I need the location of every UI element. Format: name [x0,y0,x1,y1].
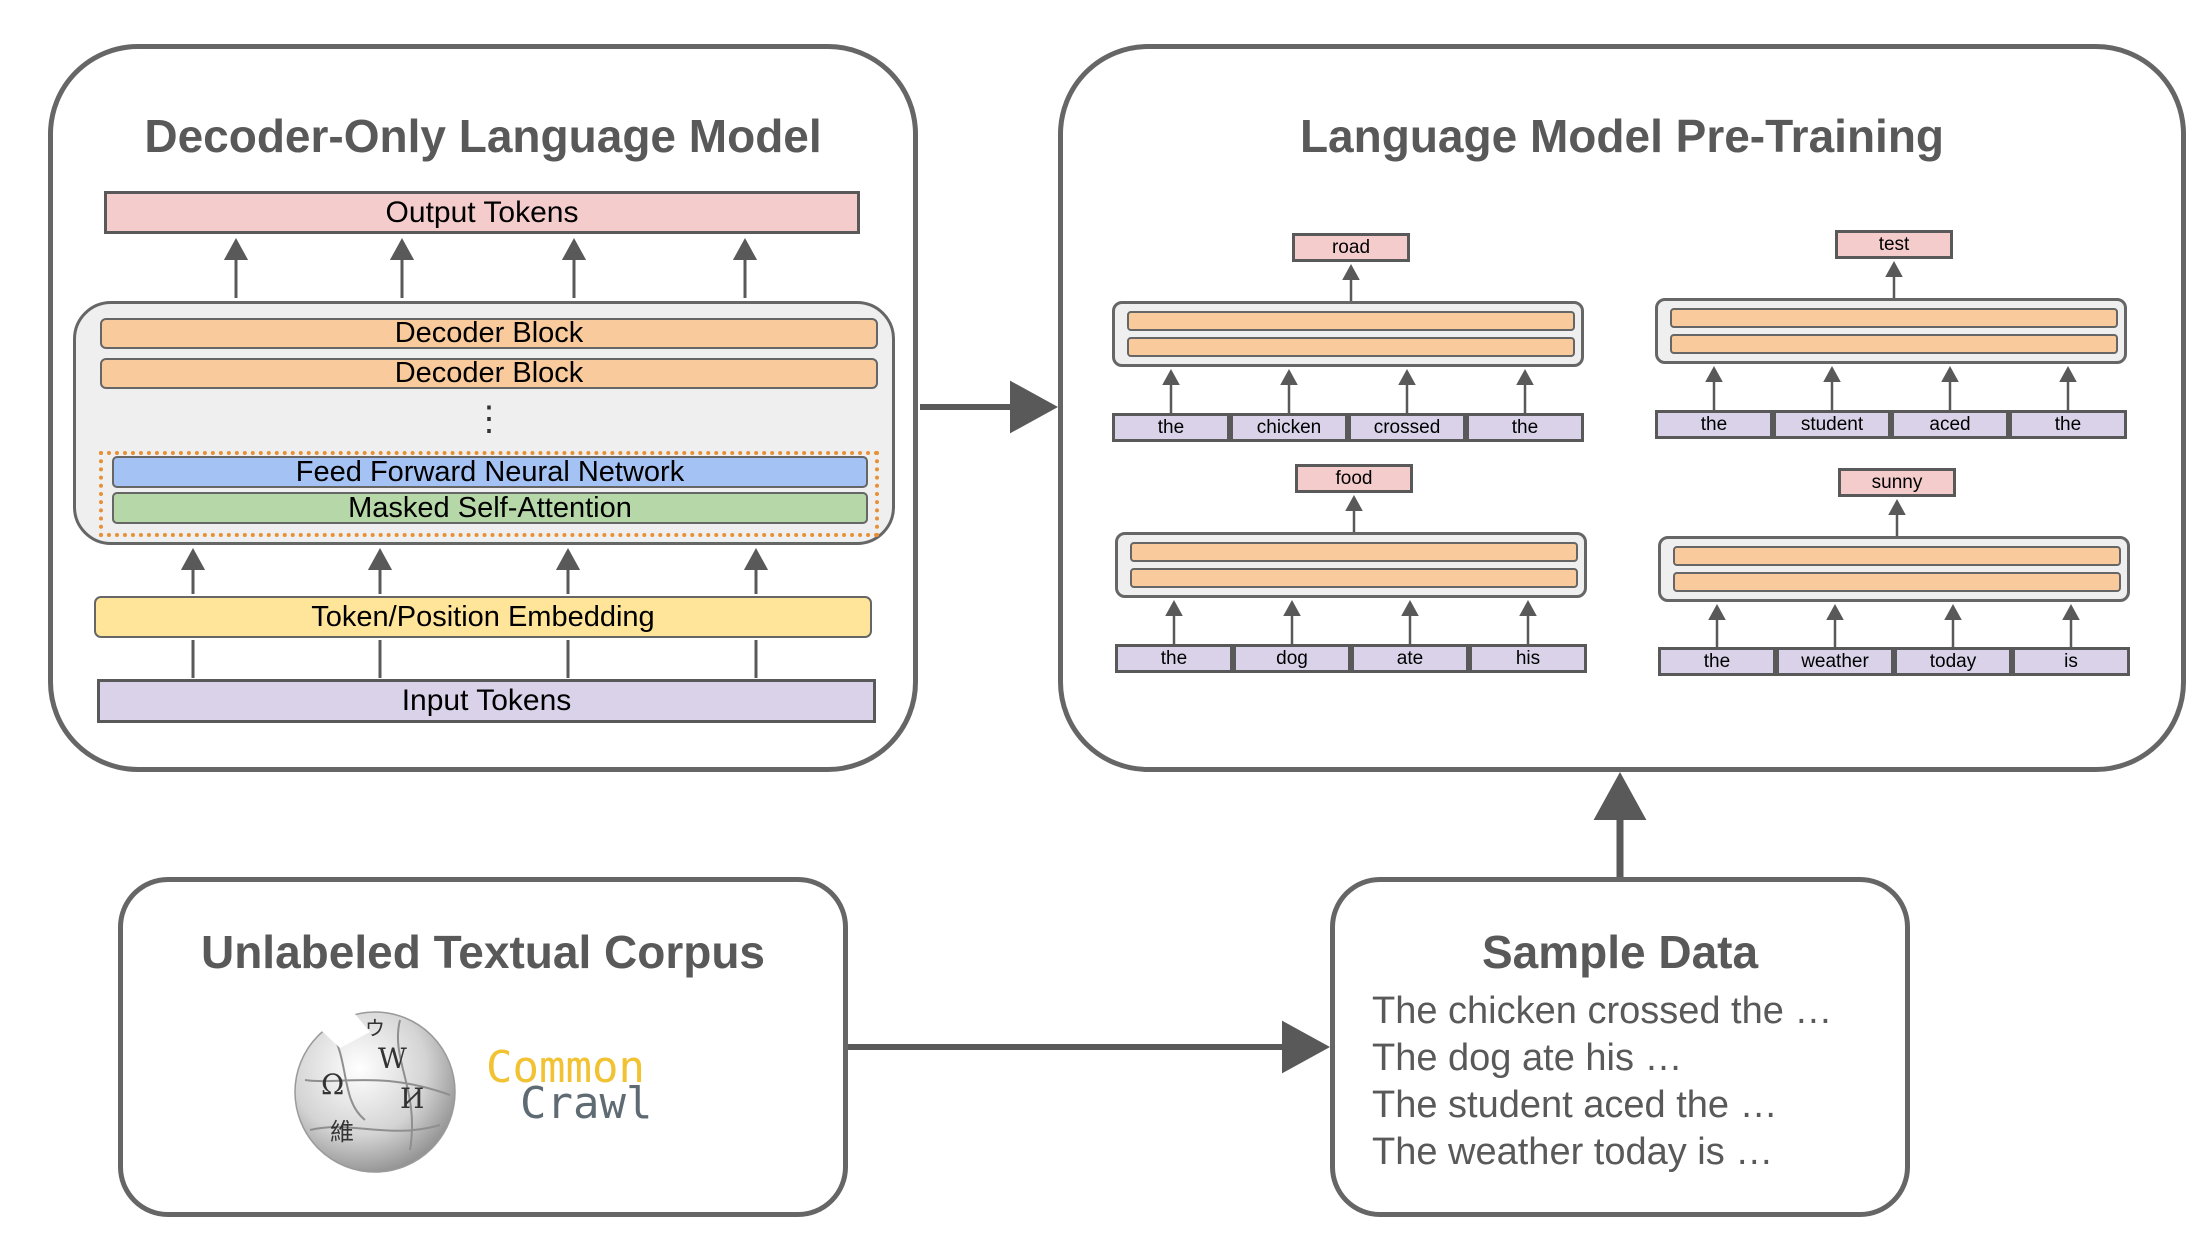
token-3-2: dog [1233,644,1351,673]
mini-decoder-4b [1673,572,2121,592]
wiki-glyph-w: W [378,1042,407,1075]
sample-line: The student aced the … [1372,1084,1778,1126]
prediction-sunny: sunny [1838,468,1956,497]
token-2-3: aced [1891,410,2009,439]
sample-lines: The chicken crossed the … The dog ate hi… [1372,990,1892,1190]
common-crawl-logo-crawl: Crawl [520,1078,653,1129]
sample-line: The dog ate his … [1372,1037,1683,1079]
dotted-layer-outline [99,451,879,537]
mini-decoder-3b [1130,568,1578,588]
mini-decoder-4a [1673,546,2121,566]
corpus-panel-title: Unlabeled Textual Corpus [200,926,766,978]
attention-bar: Masked Self-Attention [112,492,868,524]
wiki-glyph-katakana: ウ [365,1016,385,1040]
token-4-3: today [1894,647,2012,676]
sample-to-pretraining-arrow-head [1593,772,1647,820]
decoder-block-2: Decoder Block [100,357,878,389]
corpus-panel: Unlabeled Textual Corpus [118,877,848,1217]
mini-decoder-2a [1670,308,2118,328]
token-4-2: weather [1776,647,1894,676]
prediction-road: road [1292,233,1410,262]
mini-decoder-1b [1127,337,1575,357]
sample-panel: Sample Data [1330,877,1910,1217]
embedding-bar: Token/Position Embedding [94,596,872,638]
corpus-to-sample-arrow-head [1282,1020,1330,1074]
token-3-3: ate [1351,644,1469,673]
mini-decoder-2b [1670,334,2118,354]
token-3-4: his [1469,644,1587,673]
output-tokens-bar: Output Tokens [104,191,860,234]
token-2-2: student [1773,410,1891,439]
token-2-1: the [1655,410,1773,439]
common-crawl-logo-common: Common [486,1042,645,1093]
mini-decoder-1a [1127,311,1575,331]
token-1-2: chicken [1230,413,1348,442]
token-1-1: the [1112,413,1230,442]
pretraining-panel-title: Language Model Pre-Training [1299,110,1945,162]
prediction-test: test [1835,230,1953,259]
decoder-ellipsis: ⋮ [472,400,506,438]
token-3-1: the [1115,644,1233,673]
sample-panel-title: Sample Data [1481,926,1759,978]
decoder-block-1: Decoder Block [100,317,878,349]
sample-line: The weather today is … [1372,1131,1774,1173]
token-1-4: the [1466,413,1584,442]
token-2-4: the [2009,410,2127,439]
mini-decoder-3a [1130,542,1578,562]
ffn-bar: Feed Forward Neural Network [112,456,868,488]
wikipedia-globe-icon [294,1008,456,1173]
decoder-to-pretraining-arrow-head [1010,380,1058,434]
wiki-glyph-kanji: 維 [330,1118,354,1146]
prediction-food: food [1295,464,1413,493]
decoder-panel-title: Decoder-Only Language Model [144,110,822,162]
token-4-1: the [1658,647,1776,676]
wiki-glyph-omega: Ω [321,1068,345,1101]
wiki-glyph-i: И [400,1082,425,1115]
token-1-3: crossed [1348,413,1466,442]
sample-line: The chicken crossed the … [1372,990,1833,1032]
token-4-4: is [2012,647,2130,676]
input-tokens-bar: Input Tokens [97,679,876,723]
